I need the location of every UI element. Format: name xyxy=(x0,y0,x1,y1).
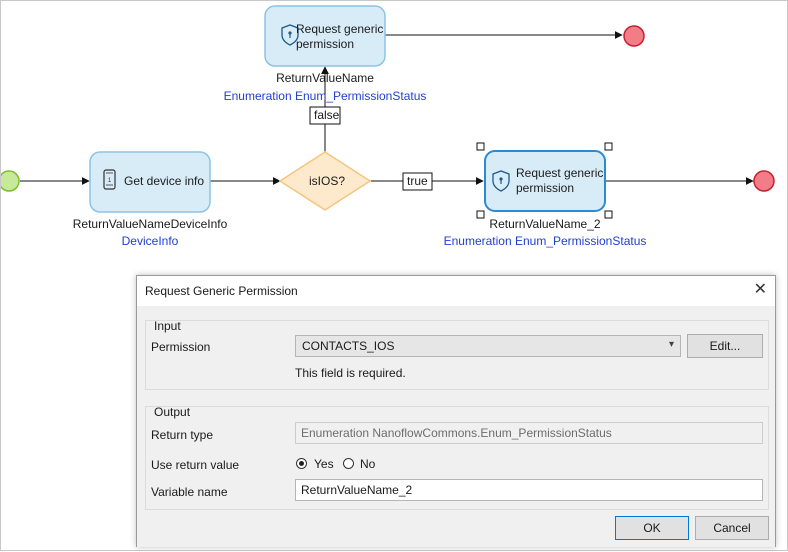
selection-handles[interactable] xyxy=(476,142,613,219)
output-variable-name: ReturnValueName_2 xyxy=(489,217,601,231)
activity-label: Get device info xyxy=(124,174,205,188)
edge-label-true: true xyxy=(407,174,428,188)
activity-label: permission xyxy=(516,181,575,195)
dialog-titlebar[interactable]: Request Generic Permission ✕ xyxy=(137,276,775,306)
no-label[interactable]: No xyxy=(360,457,376,471)
edit-button[interactable]: Edit... xyxy=(687,334,763,358)
activity-get-device-info[interactable] xyxy=(89,151,211,213)
use-return-value-label: Use return value xyxy=(151,458,240,472)
output-variable-type: Enumeration Enum_PermissionStatus xyxy=(443,234,647,248)
dialog-title: Request Generic Permission xyxy=(145,284,298,298)
return-type-field: Enumeration NanoflowCommons.Enum_Permiss… xyxy=(295,422,763,444)
edge-label-false-box xyxy=(309,106,341,125)
permission-select[interactable]: CONTACTS_IOS ▾ xyxy=(295,335,681,357)
activity-label: Request generic xyxy=(296,22,384,36)
chevron-down-icon: ▾ xyxy=(668,339,674,350)
no-radio[interactable] xyxy=(343,458,354,469)
group-title: Output xyxy=(154,405,191,419)
activity-label: Request generic xyxy=(516,166,604,180)
decision-isios[interactable] xyxy=(278,151,372,211)
device-icon: 1 xyxy=(103,169,116,190)
variable-name-input[interactable]: ReturnValueName_2 xyxy=(295,479,763,501)
return-type-label: Return type xyxy=(151,428,214,442)
svg-text:1: 1 xyxy=(108,178,112,184)
end-event-bottom[interactable] xyxy=(753,170,775,192)
input-group: Input xyxy=(145,319,769,390)
close-icon[interactable]: ✕ xyxy=(753,281,767,298)
dialog-body: Input Permission CONTACTS_IOS ▾ Edit... … xyxy=(137,306,775,547)
shield-icon xyxy=(492,170,510,192)
request-permission-dialog: Request Generic Permission ✕ Input Permi… xyxy=(136,275,776,547)
activity-label: permission xyxy=(296,37,355,51)
activity-request-permission-ios[interactable] xyxy=(484,150,606,212)
ok-button[interactable]: OK xyxy=(615,516,689,540)
output-group: Output xyxy=(145,405,769,510)
permission-label: Permission xyxy=(151,340,211,354)
validation-message: This field is required. xyxy=(295,366,406,380)
yes-radio[interactable] xyxy=(296,458,307,469)
permission-value: CONTACTS_IOS xyxy=(302,339,395,353)
output-variable-name: ReturnValueNameDeviceInfo xyxy=(72,217,228,231)
start-event[interactable] xyxy=(1,170,20,192)
variable-name-label: Variable name xyxy=(151,485,228,499)
shield-icon xyxy=(281,24,299,46)
cancel-button[interactable]: Cancel xyxy=(695,516,769,540)
output-variable-type: Enumeration Enum_PermissionStatus xyxy=(223,89,427,103)
decision-label: isIOS? xyxy=(309,174,346,188)
activity-request-permission-top[interactable] xyxy=(264,5,386,67)
edge-label-false: false xyxy=(314,108,340,122)
output-variable-type: DeviceInfo xyxy=(121,234,179,248)
output-variable-name: ReturnValueName xyxy=(276,71,374,85)
group-title: Input xyxy=(154,319,181,333)
yes-label[interactable]: Yes xyxy=(314,457,334,471)
end-event-top[interactable] xyxy=(623,25,645,47)
edge-label-true-box xyxy=(402,172,433,191)
